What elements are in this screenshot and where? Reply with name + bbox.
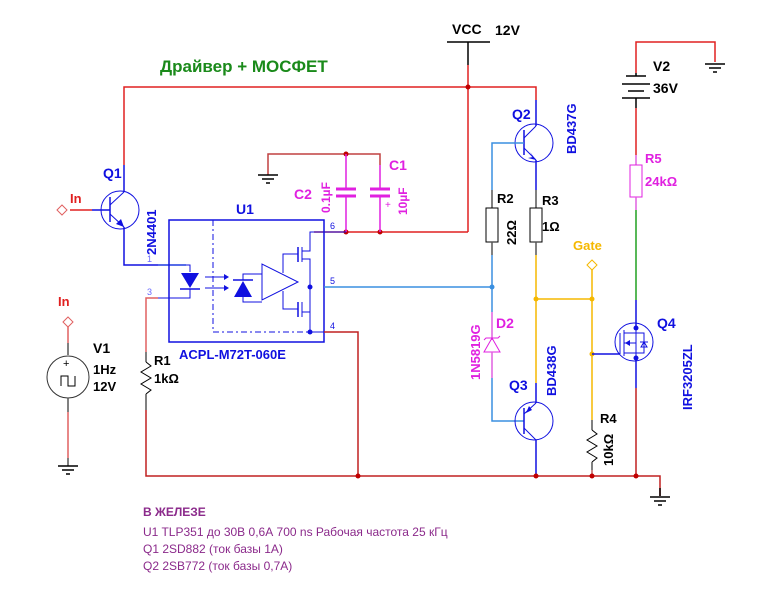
r3-ref: R3: [542, 193, 559, 208]
resistor-r5[interactable]: R5 24kΩ: [629, 151, 677, 300]
supply-v2[interactable]: V2 36V: [622, 41, 725, 155]
r1-ref: R1: [154, 353, 171, 368]
c2-ref: C2: [294, 186, 312, 202]
transistor-q2[interactable]: Q2 BD437G: [491, 100, 579, 190]
c2-value: 0.1µF: [319, 182, 333, 213]
v1-ref: V1: [93, 340, 110, 356]
probe-in-v1-label: In: [58, 294, 70, 309]
v2-ref: V2: [653, 58, 670, 74]
d2-ref: D2: [496, 315, 514, 331]
q2-part: BD437G: [564, 103, 579, 154]
u1-part: ACPL-M72T-060E: [179, 347, 286, 362]
q4-part: IRF3205ZL: [680, 344, 695, 410]
capacitor-c2[interactable]: C2 0.1µF: [294, 154, 356, 232]
resistor-r3[interactable]: R3 1Ω: [529, 190, 560, 383]
diode-d2[interactable]: D2 1N5819G: [468, 312, 524, 422]
capacitor-c1[interactable]: + C1 10µF: [370, 157, 410, 232]
u1-pin-1: 1: [147, 254, 152, 264]
transistor-q3[interactable]: Q3 BD438G: [509, 345, 559, 476]
mosfet-q4[interactable]: Q4 IRF3205ZL: [592, 300, 695, 476]
r2-value: 22Ω: [504, 220, 519, 245]
u1-pin-6: 6: [330, 221, 335, 231]
ground-rail: [355, 473, 670, 506]
q1-part: 2N4401: [144, 209, 159, 255]
c1-ref: C1: [389, 157, 407, 173]
r3-value: 1Ω: [542, 219, 560, 234]
r5-ref: R5: [645, 151, 662, 166]
resistor-r2[interactable]: R2 22Ω: [485, 190, 519, 312]
q1-ref: Q1: [103, 165, 122, 181]
transistor-q1[interactable]: Q1 2N4401: [70, 165, 186, 266]
vcc-label: VCC: [452, 21, 482, 37]
probe-gate[interactable]: Gate: [536, 238, 602, 420]
c1-plus-sign: +: [385, 200, 391, 211]
vcc-value: 12V: [495, 22, 521, 38]
v1-voltage: 12V: [93, 379, 116, 394]
u1-pin-4: 4: [330, 321, 335, 331]
capacitor-ground-branch: [258, 151, 381, 184]
notes-line-q1: Q1 2SD882 (ток базы 1А): [143, 542, 283, 556]
u1-ref: U1: [236, 201, 254, 217]
u1-pin-3: 3: [147, 287, 152, 297]
notes-line-q2: Q2 2SB772 (ток базы 0,7А): [143, 559, 293, 573]
v1-plus-sign: +: [63, 358, 69, 370]
r4-ref: R4: [600, 411, 617, 426]
r4-value: 10kΩ: [601, 434, 616, 466]
probe-in-q1-label: In: [70, 191, 82, 206]
source-v1[interactable]: In + V1 1Hz 12V: [46, 294, 117, 475]
schematic-title: Драйвер + МОСФЕТ: [160, 57, 328, 76]
r5-value: 24kΩ: [645, 174, 677, 189]
q2-ref: Q2: [512, 106, 531, 122]
q4-ref: Q4: [657, 315, 676, 331]
notes-title: В ЖЕЛЕЗЕ: [143, 505, 206, 519]
notes-line-u1: U1 TLP351 до 30В 0,6А 700 ns Рабочая час…: [143, 525, 448, 539]
resistor-r1[interactable]: R1 1kΩ: [140, 297, 536, 477]
v1-frequency: 1Hz: [93, 362, 117, 377]
r1-value: 1kΩ: [154, 371, 179, 386]
probe-gate-label: Gate: [573, 238, 602, 253]
vcc-supply[interactable]: VCC 12V: [447, 21, 521, 87]
optocoupler-u1[interactable]: U1 ACPL-M72T-060E 1 3 6 5 4: [147, 201, 335, 362]
v2-value: 36V: [653, 80, 679, 96]
c1-value: 10µF: [396, 187, 410, 215]
u1-pin-5: 5: [330, 276, 335, 286]
q3-part: BD438G: [544, 345, 559, 396]
d2-part: 1N5819G: [468, 324, 483, 380]
q3-ref: Q3: [509, 377, 528, 393]
probe-in-q1[interactable]: In: [56, 191, 82, 216]
resistor-r4[interactable]: R4 10kΩ: [586, 411, 617, 476]
u1-output-wires: [310, 231, 495, 476]
r2-ref: R2: [497, 191, 514, 206]
